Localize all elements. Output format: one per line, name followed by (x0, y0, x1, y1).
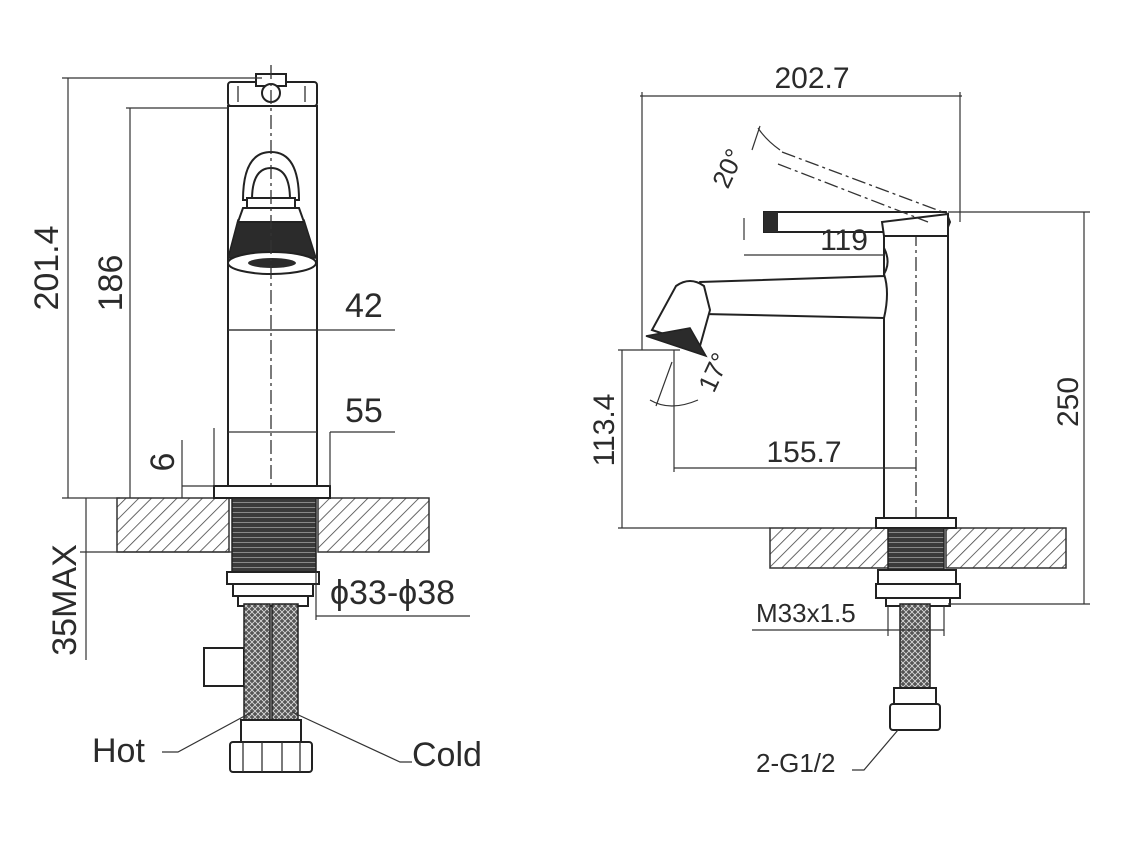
label-lever-length: 119 (820, 224, 868, 257)
countertop-right (317, 497, 430, 553)
countertop-left (116, 497, 230, 553)
mounting-shank (231, 497, 317, 575)
label-overall-length: 202.7 (774, 62, 849, 95)
label-lever-angle: 20° (706, 144, 750, 192)
front-view: 201.4 186 42 55 6 35MAX ϕ33-ϕ38 Hot Cold (28, 65, 482, 774)
dim-base-height (181, 428, 215, 498)
lever-angle-arc (757, 127, 781, 151)
label-total-height: 250 (1052, 377, 1085, 427)
dim-max-deck (80, 498, 232, 660)
countertop-side-right (945, 527, 1067, 569)
spout-side (645, 247, 889, 358)
shank-side (887, 527, 945, 575)
dim-spout-height (126, 107, 228, 498)
dim-overall-height (62, 77, 262, 499)
cold-hose (271, 603, 299, 723)
label-body-width: 42 (345, 287, 383, 325)
handle-cap (227, 73, 318, 107)
lever-side (751, 125, 952, 237)
label-spout-height: 186 (92, 255, 130, 312)
label-spout-angle: 17° (692, 348, 736, 396)
label-max-deck: 35MAX (46, 544, 84, 656)
hot-hose (243, 603, 271, 723)
label-outlet-height: 113.4 (588, 394, 621, 467)
dim-total-height (948, 211, 1090, 605)
hose-nut-side (889, 687, 941, 731)
side-connector (203, 647, 245, 687)
label-spout-reach: 155.7 (766, 436, 841, 469)
label-hose-connection: 2-G1/2 (756, 748, 836, 778)
dim-hole-diameter (315, 572, 470, 620)
hose-leader (852, 729, 899, 771)
label-hot: Hot (92, 732, 145, 770)
dim-overall-length (640, 92, 962, 350)
base-flange (213, 485, 331, 499)
nut-side (875, 569, 961, 607)
countertop-side-left (769, 527, 891, 569)
dim-thread (752, 606, 945, 636)
base-side (875, 517, 957, 529)
label-base-width: 55 (345, 392, 383, 430)
hot-leader (162, 711, 253, 753)
dim-spout-reach (673, 350, 916, 472)
label-base-height: 6 (144, 453, 182, 472)
label-overall-height: 201.4 (28, 225, 66, 310)
lock-nut (226, 571, 320, 607)
label-hole-diameter: ϕ33-ϕ38 (330, 574, 455, 612)
hose-nuts (229, 719, 313, 773)
label-cold: Cold (412, 736, 482, 774)
spout-angle-arc (649, 361, 699, 407)
cold-leader (291, 711, 412, 763)
dim-lever-length (743, 218, 884, 256)
label-thread-size: M33x1.5 (756, 598, 856, 628)
side-view: 202.7 20° 119 113.4 17° 155.7 250 M33x1.… (588, 62, 1090, 778)
dim-outlet-height (618, 349, 770, 529)
dim-base-width (329, 431, 395, 486)
